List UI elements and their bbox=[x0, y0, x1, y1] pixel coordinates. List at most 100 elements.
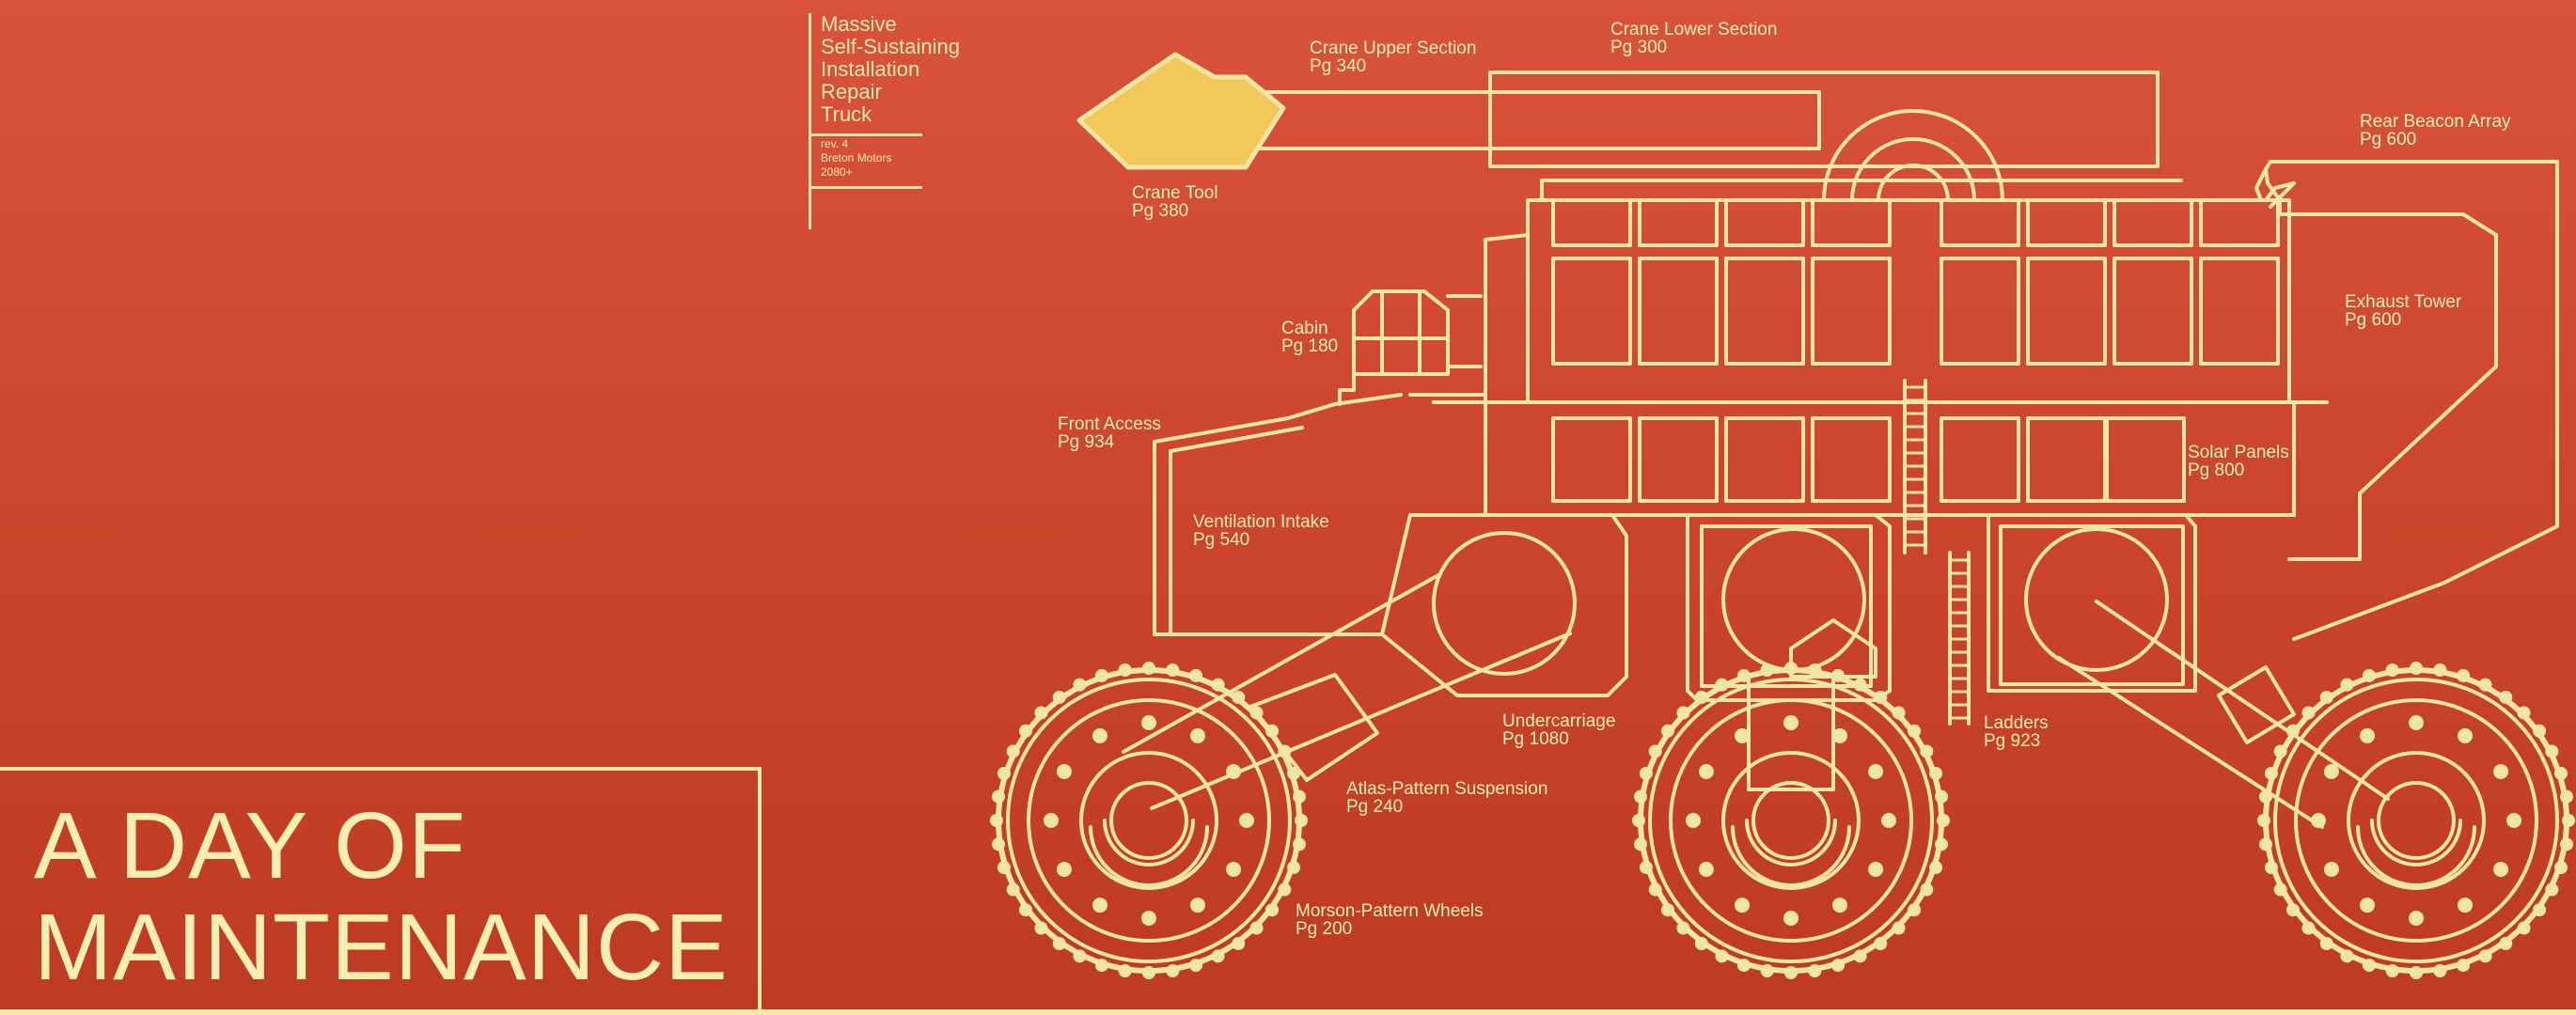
wheel-bolt bbox=[2409, 715, 2424, 730]
wheel-tread bbox=[1052, 690, 1066, 704]
wheel-tread bbox=[1639, 766, 1653, 780]
title-line-2: MAINTENANCE bbox=[34, 895, 729, 1000]
wheel-tread bbox=[1715, 678, 1729, 692]
wheel-tread bbox=[1929, 861, 1943, 875]
wheel-tread bbox=[1633, 789, 1647, 804]
wheel-tread bbox=[2562, 814, 2575, 827]
wheel-bolt bbox=[1092, 727, 1107, 743]
crane-upper-section bbox=[1211, 90, 1821, 150]
wheel-bolt bbox=[1832, 898, 1847, 914]
wheel-bolt bbox=[1783, 911, 1798, 926]
wheel-tread bbox=[2517, 706, 2531, 720]
wheel-bolt bbox=[1832, 727, 1847, 743]
rear-beacon-array bbox=[2254, 160, 2559, 641]
wheel-tread bbox=[1018, 724, 1032, 738]
wheel-tread bbox=[2258, 789, 2272, 804]
wheel-bolt bbox=[1735, 898, 1750, 914]
title-line-1: A DAY OF bbox=[34, 793, 467, 898]
wheel-tread bbox=[2285, 903, 2300, 917]
wheel-bolt bbox=[1141, 715, 1156, 730]
wheel-tread bbox=[1249, 706, 1264, 720]
crane-arch bbox=[1540, 109, 2183, 202]
wheel-tread bbox=[1736, 668, 1751, 682]
wheel-tread bbox=[1189, 668, 1203, 682]
wheel-tread bbox=[2258, 837, 2272, 851]
wheel-tread bbox=[2545, 882, 2559, 897]
crane-lower-section bbox=[1488, 70, 2160, 168]
wheel-bolt bbox=[1881, 813, 1896, 828]
wheel-tread bbox=[997, 861, 1011, 875]
wheel-tread bbox=[2273, 744, 2287, 758]
wheel-tread bbox=[1639, 861, 1653, 875]
wheel-tread bbox=[2385, 663, 2399, 677]
wheel-bolt bbox=[1141, 911, 1156, 926]
wheel-tread bbox=[2301, 921, 2316, 935]
wheel-bolt bbox=[2323, 862, 2339, 877]
wheel-bolt bbox=[1226, 862, 1242, 877]
wheel-bolt bbox=[2323, 764, 2339, 779]
spec-block: Massive Self-Sustaining Installation Rep… bbox=[809, 13, 960, 229]
wheel-tread bbox=[2560, 837, 2574, 851]
wheel-tread bbox=[1633, 837, 1647, 851]
wheel-tread bbox=[2499, 690, 2513, 704]
wheel-tread bbox=[2257, 814, 2270, 827]
wheel-tread bbox=[1166, 663, 1180, 677]
wheel-bolt bbox=[2360, 727, 2375, 743]
wheel-tread bbox=[1142, 966, 1155, 979]
wheel-tread bbox=[1142, 662, 1155, 675]
exhaust-tower bbox=[2264, 181, 2498, 561]
crane-tool bbox=[1076, 52, 1286, 170]
wheel-tread bbox=[1892, 706, 1906, 720]
wheel-tread bbox=[991, 789, 1005, 804]
wheel-bolt bbox=[1868, 862, 1884, 877]
wheel-tread bbox=[990, 814, 1003, 827]
wheel-tread bbox=[1920, 882, 1934, 897]
wheel-bolt bbox=[2311, 813, 2326, 828]
wheel-bolt bbox=[1092, 898, 1107, 914]
wheel-bolts bbox=[1044, 715, 2521, 926]
wheel-tread bbox=[2433, 663, 2447, 677]
wheel-bolt bbox=[1056, 862, 1072, 877]
wheel-tread bbox=[1648, 882, 1662, 897]
wheel-tread bbox=[2478, 678, 2492, 692]
wheel-tread bbox=[2554, 766, 2568, 780]
wheel-tread bbox=[1094, 959, 1108, 973]
wheel-tread bbox=[1760, 663, 1774, 677]
wheel-tread bbox=[1874, 937, 1888, 951]
wheel-tread bbox=[1232, 690, 1246, 704]
window-grid-upper bbox=[1551, 198, 2280, 366]
wheel-tread bbox=[2319, 937, 2333, 951]
wheel-tread bbox=[1808, 663, 1822, 677]
wheel-tread bbox=[1874, 690, 1888, 704]
wheel-tread bbox=[2478, 949, 2492, 963]
wheel-tread bbox=[1715, 949, 1729, 963]
wheel-tread bbox=[1853, 949, 1867, 963]
wheel-bolt bbox=[1735, 727, 1750, 743]
wheel-tread bbox=[1908, 724, 1922, 738]
cabin bbox=[1338, 289, 1483, 406]
wheel-tread bbox=[1295, 814, 1308, 827]
wheel-tread bbox=[2285, 724, 2300, 738]
wheel-bolt bbox=[2360, 898, 2375, 914]
wheel-tread bbox=[2319, 690, 2333, 704]
wheel-bolt bbox=[1686, 813, 1701, 828]
wheel-tread bbox=[1034, 921, 1048, 935]
wheel-tread bbox=[991, 837, 1005, 851]
wheel-bolt bbox=[1190, 898, 1205, 914]
wheel-tread bbox=[2554, 861, 2568, 875]
wheel-tread bbox=[1929, 766, 1943, 780]
wheel-tread bbox=[2560, 789, 2574, 804]
wheel-tread bbox=[1166, 964, 1180, 978]
spec-rule-bottom bbox=[811, 186, 922, 189]
wheel-tread bbox=[1831, 959, 1846, 973]
wheel-tread bbox=[2457, 668, 2471, 682]
wheel-tread bbox=[2362, 959, 2376, 973]
ground-line bbox=[0, 1009, 2576, 1015]
wheel-bolt bbox=[1056, 764, 1072, 779]
wheel-tread bbox=[1648, 744, 1662, 758]
wheel-tread bbox=[1211, 949, 1225, 963]
